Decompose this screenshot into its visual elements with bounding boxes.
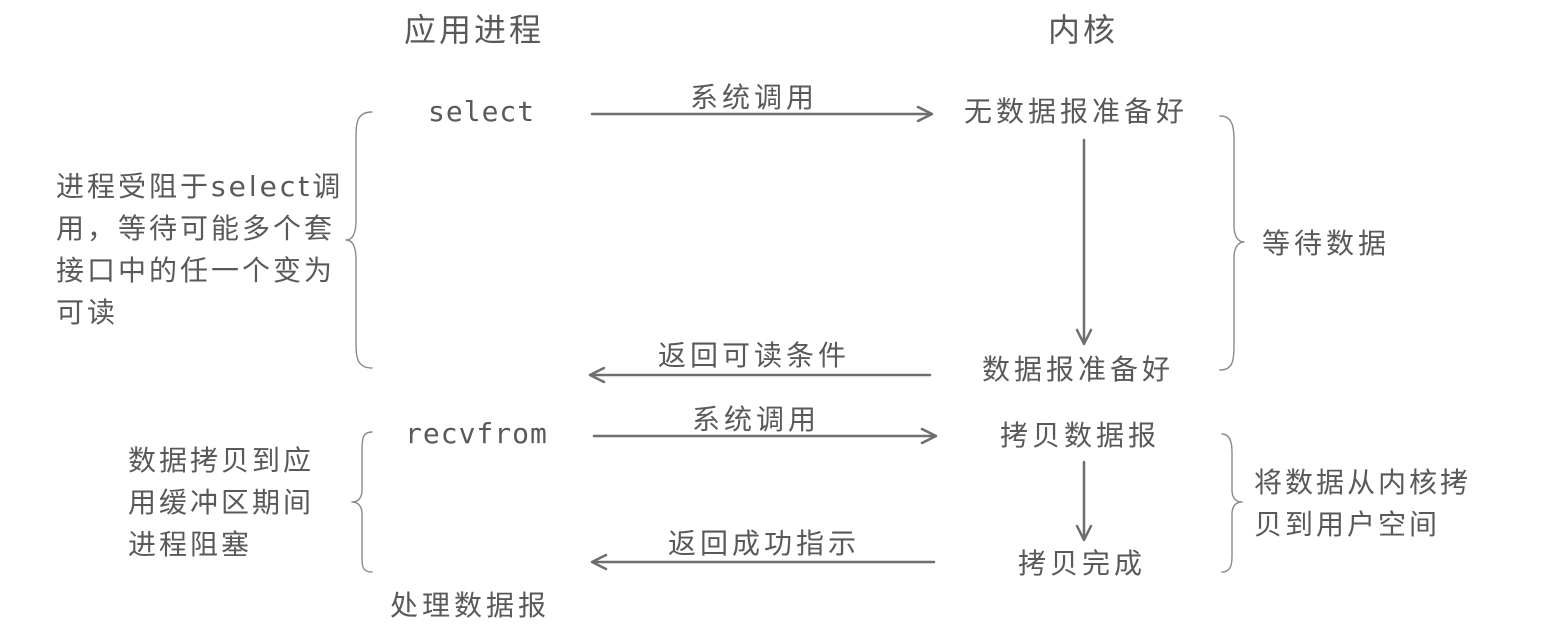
kernel-datagram-ready: 数据报准备好 <box>982 353 1175 386</box>
note-select-blocked: 进程受阻于select调用，等待可能多个套接口中的任一个变为可读 <box>56 170 344 329</box>
process-column-header: 应用进程 <box>404 11 545 49</box>
kernel-copy-datagram: 拷贝数据报 <box>1000 419 1161 452</box>
arrow-wait-down <box>1075 138 1093 346</box>
arrow-label-return-success: 返回成功指示 <box>668 527 861 560</box>
arrow-return-readable <box>588 366 932 384</box>
note-copy-to-user: 将数据从内核拷贝到用户空间 <box>1254 466 1472 541</box>
recvfrom-call-label: recvfrom <box>405 417 548 450</box>
arrow-syscall-recvfrom <box>592 427 938 445</box>
brace-copy-to-user <box>1221 433 1243 573</box>
arrow-syscall-select <box>590 105 934 123</box>
arrow-label-syscall-recvfrom: 系统调用 <box>692 403 821 436</box>
brace-wait-for-data <box>1219 115 1245 371</box>
brace-copy-blocked <box>351 431 373 573</box>
kernel-copy-complete: 拷贝完成 <box>1018 547 1147 580</box>
arrow-label-syscall-select: 系统调用 <box>690 81 819 114</box>
kernel-no-datagram-ready: 无数据报准备好 <box>964 95 1189 128</box>
kernel-column-header: 内核 <box>1048 11 1119 49</box>
note-wait-for-data: 等待数据 <box>1262 227 1391 260</box>
select-call-label: select <box>428 95 536 128</box>
arrow-copy-down <box>1075 460 1093 542</box>
arrow-label-return-readable: 返回可读条件 <box>658 339 851 372</box>
arrow-return-success <box>590 553 936 571</box>
brace-select-blocked <box>345 111 373 369</box>
note-copy-blocked: 数据拷贝到应用缓冲区期间进程阻塞 <box>128 444 315 561</box>
process-datagram-label: 处理数据报 <box>390 589 551 622</box>
